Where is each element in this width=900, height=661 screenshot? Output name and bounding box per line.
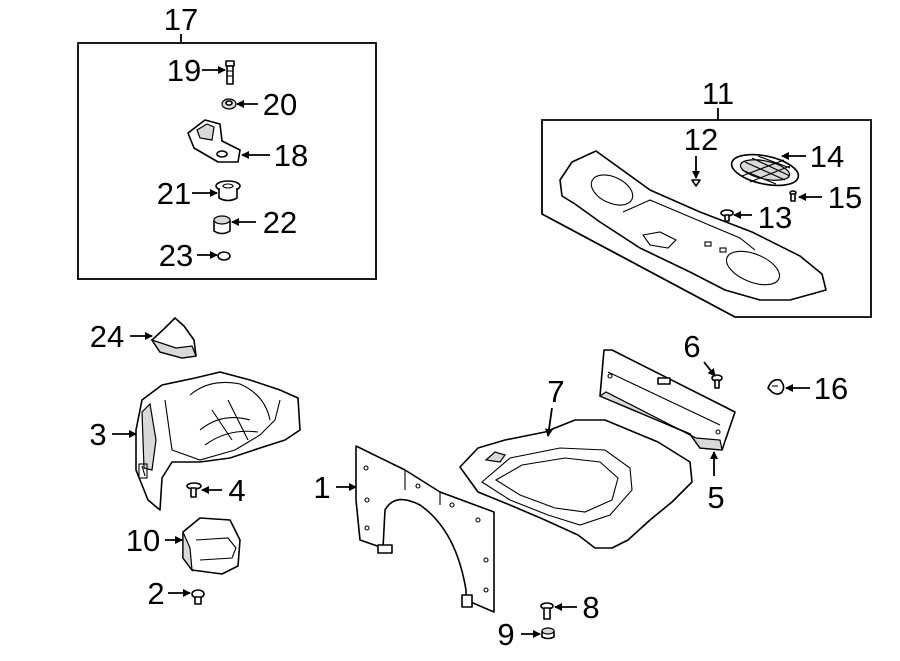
callout-10: 10 [126, 523, 160, 558]
part-5-sill-plate[interactable] [598, 349, 736, 451]
part-2-clip[interactable] [191, 589, 205, 605]
part-14-speaker-grille[interactable] [729, 149, 801, 191]
part-1-wheelhouse-panel[interactable] [355, 445, 495, 613]
callout-16: 16 [814, 371, 848, 406]
part-8-clip[interactable] [540, 602, 554, 620]
callout-13: 13 [758, 200, 792, 235]
part-4-pushpin[interactable] [186, 482, 202, 498]
part-20-washer[interactable] [221, 98, 237, 110]
callout-22: 22 [263, 205, 297, 240]
callout-labels: 17 19 20 18 21 22 23 11 12 14 15 13 24 3… [89, 2, 862, 652]
callout-11: 11 [702, 76, 734, 111]
part-22-bushing[interactable] [213, 215, 231, 235]
part-19-bolt[interactable] [225, 60, 235, 85]
leader-lines [112, 66, 822, 638]
part-16-cable-clip[interactable] [767, 378, 785, 395]
part-21-grommet[interactable] [215, 180, 241, 202]
callout-7: 7 [547, 374, 564, 409]
callout-23: 23 [159, 238, 193, 273]
part-13-pushpin[interactable] [720, 209, 734, 222]
callout-5: 5 [707, 480, 724, 515]
callout-15: 15 [828, 180, 862, 215]
part-3-side-trim[interactable] [135, 371, 301, 511]
callout-4: 4 [228, 473, 245, 508]
part-12-clip[interactable] [691, 179, 701, 187]
callout-18: 18 [274, 138, 308, 173]
part-11-package-tray[interactable] [559, 150, 827, 301]
callout-21: 21 [157, 176, 191, 211]
part-24-cover[interactable] [150, 317, 197, 359]
group-box-17 [77, 34, 377, 280]
group-box-11 [541, 108, 872, 318]
callout-9: 9 [497, 617, 514, 652]
part-7-trunk-mat[interactable] [459, 419, 693, 549]
part-10-jack-block[interactable] [182, 517, 241, 575]
callout-8: 8 [582, 590, 599, 625]
callout-2: 2 [147, 576, 164, 611]
callout-3: 3 [89, 417, 106, 452]
callout-6: 6 [683, 329, 700, 364]
callout-19: 19 [167, 53, 201, 88]
callout-14: 14 [810, 139, 844, 174]
part-18-bracket[interactable] [187, 119, 241, 163]
callout-12: 12 [684, 122, 718, 157]
callout-20: 20 [263, 87, 297, 122]
part-23-ring[interactable] [217, 251, 231, 261]
part-15-screw[interactable] [789, 190, 797, 202]
part-9-cap[interactable] [541, 627, 555, 640]
callout-24: 24 [90, 319, 124, 354]
callout-1: 1 [313, 470, 330, 505]
part-6-screw[interactable] [711, 374, 723, 389]
callout-17: 17 [164, 2, 198, 37]
